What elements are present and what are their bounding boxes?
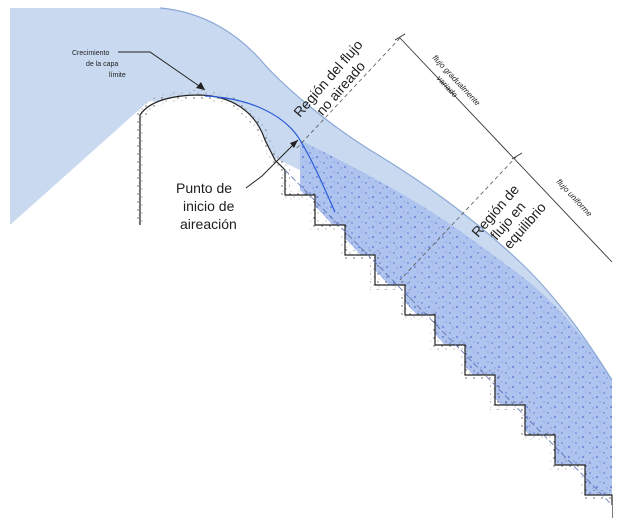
free-surface-line bbox=[159, 7, 613, 381]
dimension-line-main bbox=[399, 37, 613, 263]
inception-arrowhead bbox=[290, 140, 298, 148]
boundary-layer-label-1: Crecimiento bbox=[72, 50, 109, 57]
aerated-bubbles bbox=[300, 140, 612, 500]
inception-label-3: aireación bbox=[180, 216, 237, 232]
inception-label-1: Punto de bbox=[176, 180, 232, 196]
boundary-arrowhead bbox=[196, 82, 205, 90]
svg-text:flujo uniforme: flujo uniforme bbox=[555, 177, 595, 219]
concrete-texture bbox=[135, 89, 612, 500]
inception-leader bbox=[245, 139, 299, 189]
boundary-layer-label-3: límite bbox=[109, 72, 126, 79]
spillway-interior bbox=[150, 108, 612, 518]
uniform-flow-label: flujo uniforme bbox=[555, 177, 595, 219]
upstream-wall-mask bbox=[0, 225, 150, 518]
inception-label-2: inicio de bbox=[183, 198, 235, 214]
boundary-leader bbox=[118, 51, 206, 91]
dashed-leader-mid bbox=[399, 155, 518, 281]
non-aerated-label: Región del flujo no aireado bbox=[290, 36, 368, 119]
boundary-layer-label-2: de la capa bbox=[86, 61, 118, 68]
dashed-leader-top bbox=[294, 37, 401, 151]
pseudo-bottom-line bbox=[284, 169, 613, 506]
gradually-varied-label: flujo gradualmente variado bbox=[431, 53, 483, 108]
dimension-tick-top bbox=[394, 33, 406, 41]
boundary-layer-line bbox=[204, 95, 336, 213]
